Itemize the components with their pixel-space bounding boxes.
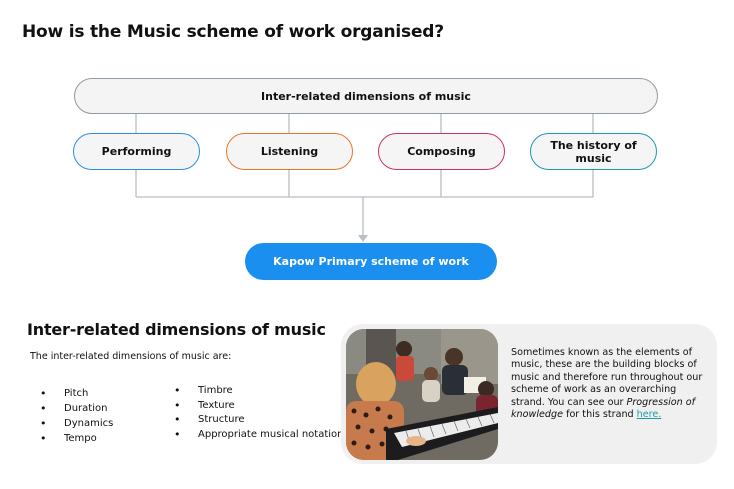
list-item: Pitch: [40, 386, 113, 401]
arrow-head: [358, 235, 368, 242]
list-item: Duration: [40, 401, 113, 416]
progression-emphasis: Progression of knowledge: [511, 396, 695, 421]
dimensions-list-right: Timbre Texture Structure Appropriate mus…: [174, 384, 343, 442]
section-title: Inter-related dimensions of music: [27, 320, 326, 339]
info-text: Sometimes known as the elements of music…: [511, 347, 703, 408]
children-playing-piano-photo: [346, 329, 498, 460]
list-item: Timbre: [174, 384, 343, 399]
here-link[interactable]: here.: [636, 409, 662, 421]
dimensions-list-left: Pitch Duration Dynamics Tempo: [40, 386, 113, 446]
list-item: Texture: [174, 399, 343, 414]
strand-history-of-music: The history of music: [530, 133, 657, 170]
list-item: Dynamics: [40, 416, 113, 431]
strand-composing: Composing: [378, 133, 505, 170]
list-item: Appropriate musical notation: [174, 428, 343, 443]
connector-lines: [135, 114, 594, 242]
list-item: Tempo: [40, 431, 113, 446]
section-intro: The inter-related dimensions of music ar…: [30, 351, 232, 362]
kapow-scheme-box: Kapow Primary scheme of work: [245, 243, 497, 280]
strand-listening: Listening: [226, 133, 353, 170]
strand-performing: Performing: [73, 133, 200, 170]
list-item: Structure: [174, 413, 343, 428]
info-text-end: for this strand: [563, 409, 637, 421]
dimensions-box: Inter-related dimensions of music: [74, 78, 658, 114]
page-title: How is the Music scheme of work organise…: [22, 22, 444, 42]
info-card-text: Sometimes known as the elements of music…: [511, 347, 707, 421]
strands-diagram: Inter-related dimensions of music Perfor…: [73, 78, 658, 280]
